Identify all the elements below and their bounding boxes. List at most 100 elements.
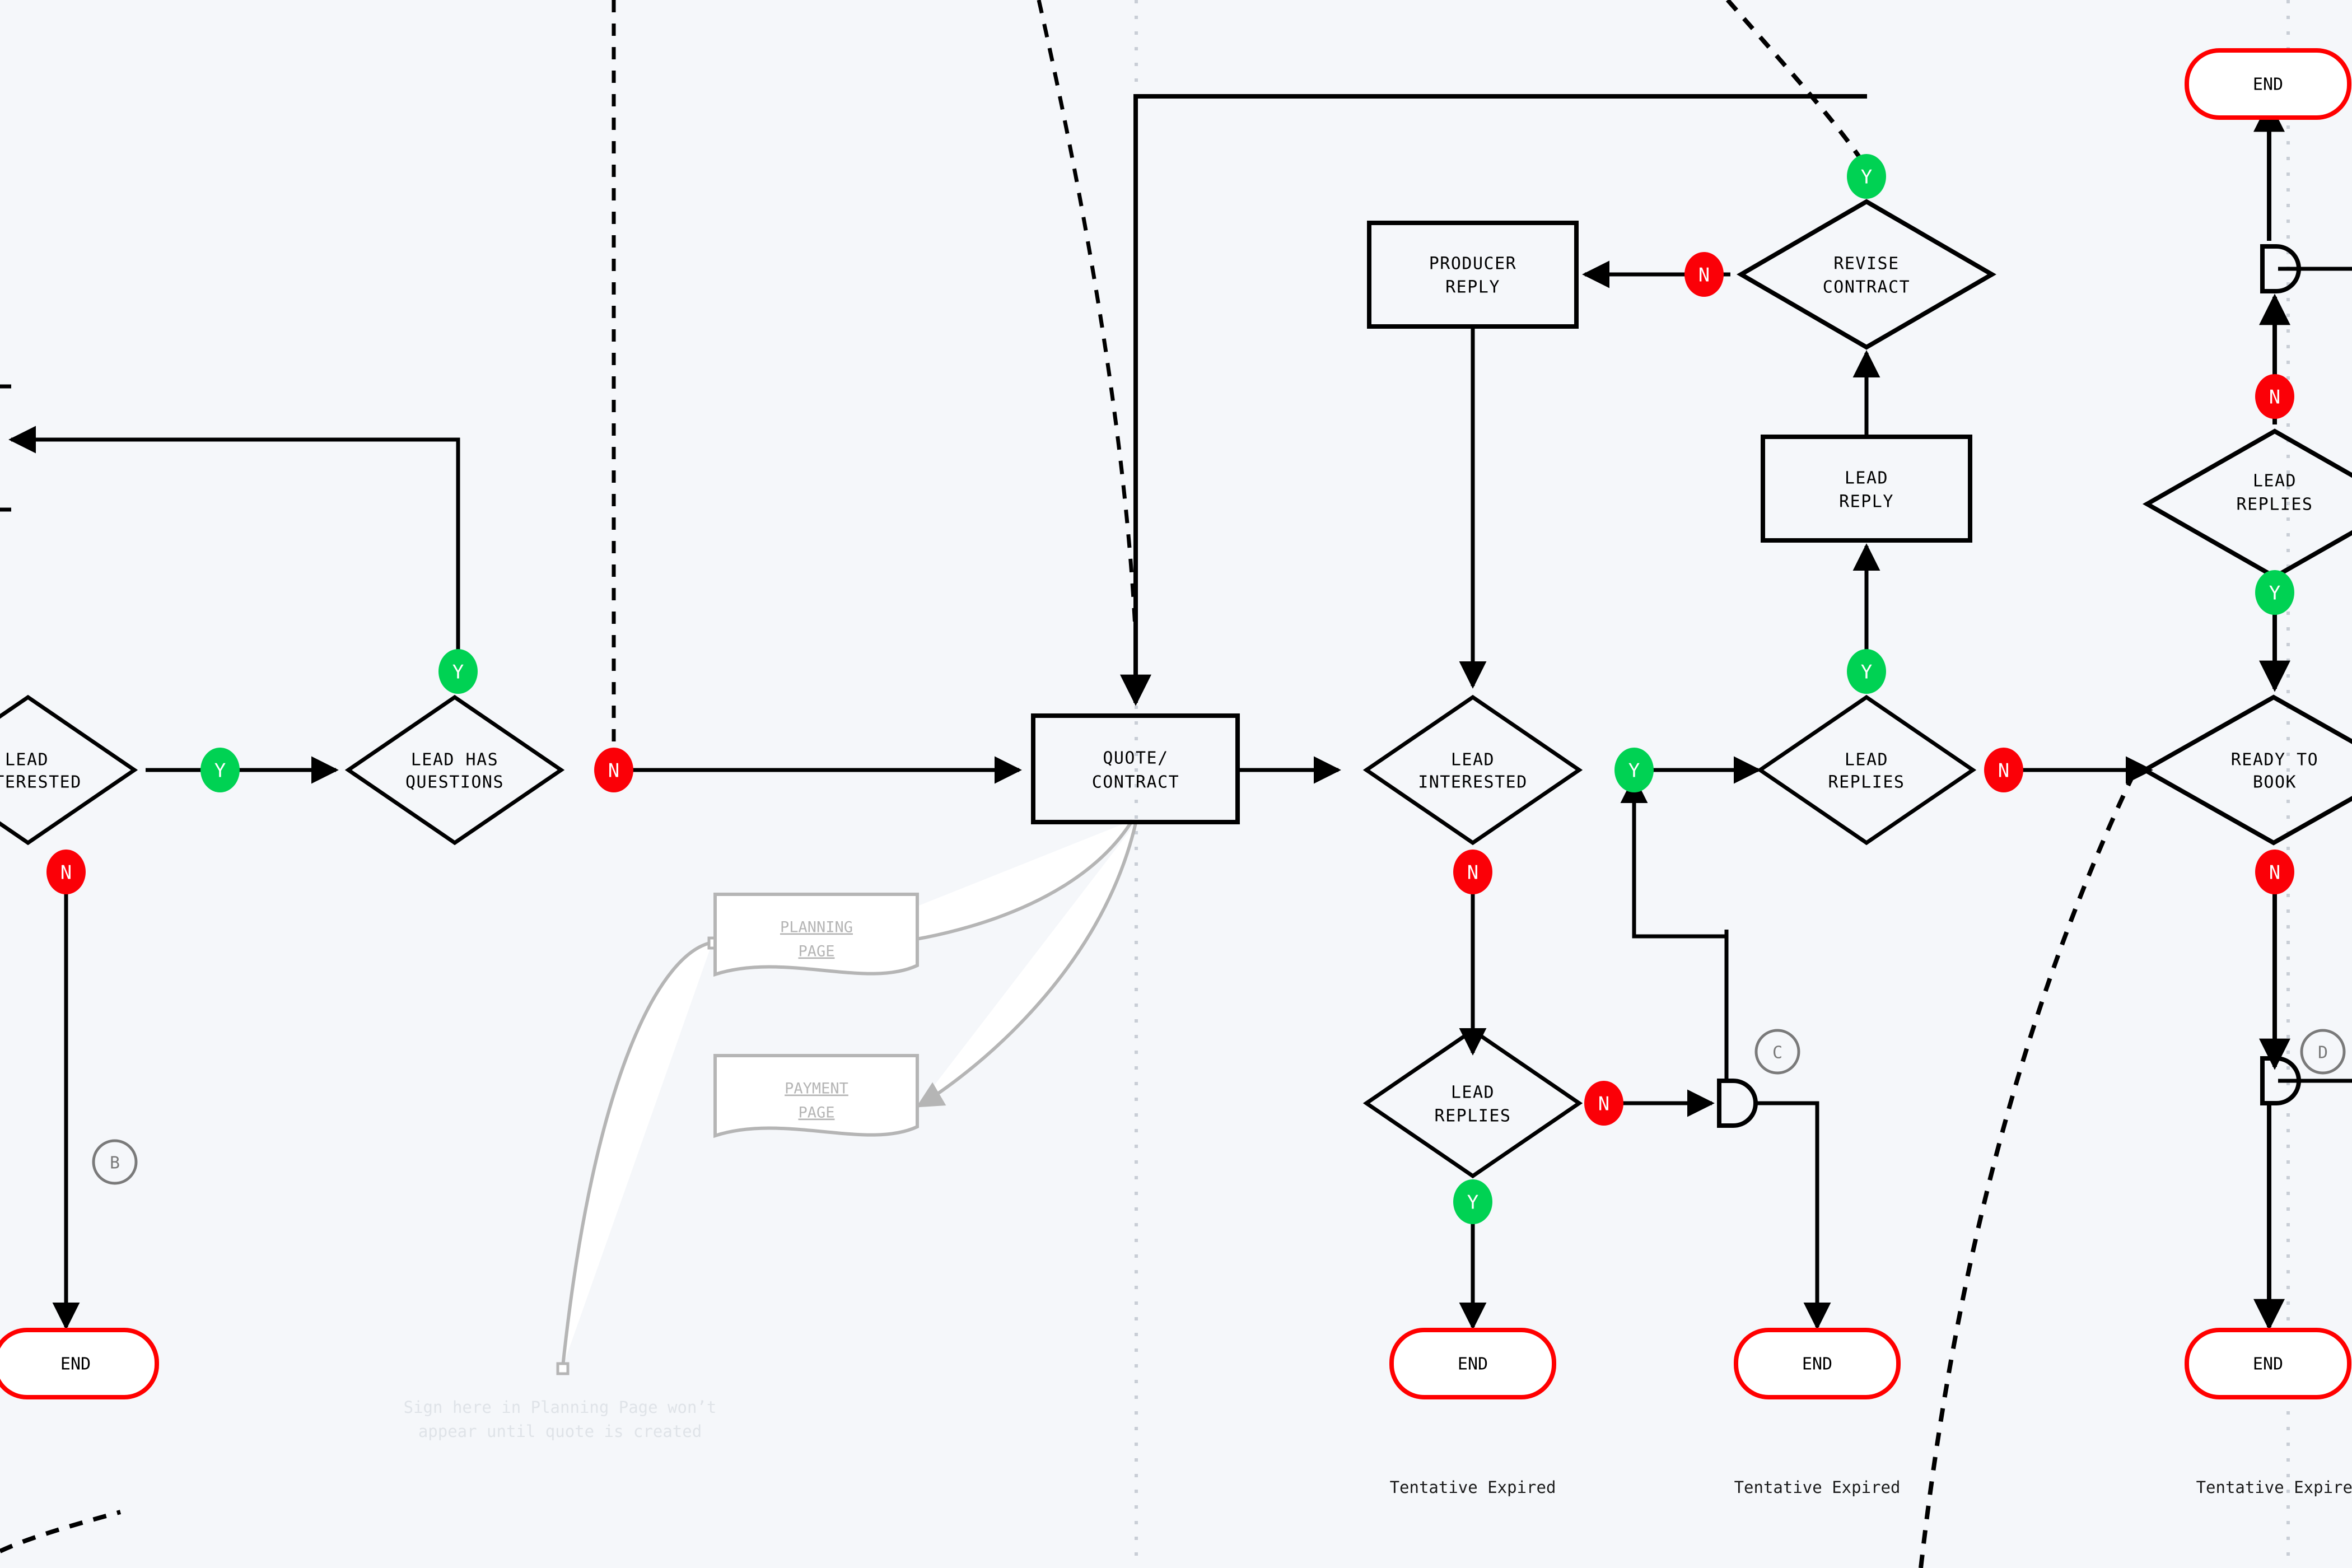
edge-questions-yes-loop xyxy=(8,426,460,666)
caption-end-mid-right: Tentative Expired xyxy=(1734,1478,1901,1497)
badge-no-leadreplies-mid-label: N xyxy=(1598,1093,1609,1116)
badge-yes-leadinterested-mid: Y xyxy=(1614,748,1654,792)
node-quote-contract-line2: CONTRACT xyxy=(1092,773,1180,792)
off-page-connector-b-label: B xyxy=(110,1154,120,1173)
node-ready-to-book-line1: READY TO xyxy=(2231,750,2319,770)
dashed-inbound-quote xyxy=(1037,0,1138,639)
off-page-connector-d-label: D xyxy=(2318,1043,2328,1063)
badge-no-questions-label: N xyxy=(608,760,619,782)
annotation-planning-note-line2: appear until quote is created xyxy=(418,1422,702,1441)
edge-merge-c-back-to-yes xyxy=(1620,776,1726,939)
document-payment-page[interactable] xyxy=(713,1054,919,1138)
annotation-planning-note-line1: Sign here in Planning Page won’t xyxy=(404,1398,717,1417)
terminator-end-far-bottom-label: END xyxy=(2253,1355,2283,1374)
node-lead-reply[interactable] xyxy=(1761,435,1972,543)
terminator-end-far-bottom[interactable] xyxy=(2185,1328,2351,1399)
badge-no-leadreplies-right-label: N xyxy=(1998,760,2009,782)
badge-yes-revise: Y xyxy=(1847,154,1886,199)
badge-yes-leadreplies-far: Y xyxy=(2255,570,2294,615)
badge-yes-leadinterested-left: Y xyxy=(200,748,240,792)
node-producer-reply[interactable] xyxy=(1367,221,1579,329)
badge-yes-leadinterested-mid-label: Y xyxy=(1628,760,1640,782)
node-lead-reply-line2: REPLY xyxy=(1839,492,1894,512)
document-planning-page[interactable] xyxy=(713,893,919,977)
node-lead-replies-mid-line1: LEAD xyxy=(1451,1083,1495,1103)
node-lead-has-questions-line1: LEAD HAS xyxy=(411,750,499,770)
node-lead-replies-far-line2: REPLIES xyxy=(2237,495,2313,515)
badge-no-leadinterested-left: N xyxy=(46,850,86,894)
terminator-end-mid-right[interactable] xyxy=(1734,1328,1901,1399)
node-revise-contract[interactable] xyxy=(1737,199,1996,350)
terminator-end-far-top[interactable] xyxy=(2185,48,2351,120)
off-page-connector-b[interactable] xyxy=(92,1139,138,1185)
link-quote-to-payment xyxy=(916,823,1137,1108)
terminator-end-mid-right-label: END xyxy=(1802,1355,1832,1374)
badge-yes-questions: Y xyxy=(438,649,478,694)
node-lead-replies-far-line1: LEAD xyxy=(2253,472,2297,491)
badge-yes-leadreplies-far-label: Y xyxy=(2269,582,2280,605)
terminator-end-mid-left-label: END xyxy=(1458,1355,1488,1374)
node-ready-to-book[interactable] xyxy=(2140,694,2352,846)
badge-yes-leadreplies-right-label: Y xyxy=(1861,661,1872,684)
badge-no-leadreplies-mid: N xyxy=(1584,1081,1623,1126)
node-lead-reply-line1: LEAD xyxy=(1845,469,1888,488)
badge-no-ready-to-book-label: N xyxy=(2269,862,2280,884)
node-quote-contract[interactable] xyxy=(1031,713,1240,824)
badge-yes-leadreplies-mid: Y xyxy=(1453,1179,1492,1224)
node-lead-replies-mid[interactable] xyxy=(1362,1028,1583,1179)
edge-merge-c-to-end xyxy=(1756,1101,1831,1330)
node-lead-replies-right[interactable] xyxy=(1756,694,1977,846)
badge-no-leadreplies-far-label: N xyxy=(2269,386,2280,409)
badge-no-revise-label: N xyxy=(1698,264,1710,287)
badge-yes-leadreplies-mid-label: Y xyxy=(1467,1192,1478,1214)
edge-revise-yes-to-quote xyxy=(1120,94,1867,706)
off-page-connector-d[interactable] xyxy=(2300,1029,2346,1075)
caption-end-mid-left: Tentative Expired xyxy=(1390,1478,1556,1497)
badge-no-questions: N xyxy=(594,748,633,792)
node-lead-interested-mid-line2: INTERESTED xyxy=(1418,773,1528,792)
terminator-end-left-label: END xyxy=(60,1355,91,1374)
terminator-end-left[interactable] xyxy=(0,1328,159,1399)
node-revise-contract-line1: REVISE xyxy=(1833,254,1899,274)
note-anchor-handle-bottom xyxy=(556,1362,570,1375)
node-producer-reply-line1: PRODUCER xyxy=(1429,254,1517,274)
badge-yes-questions-label: Y xyxy=(452,661,464,684)
node-lead-has-questions-line2: QUESTIONS xyxy=(405,773,504,792)
node-lead-replies-mid-line2: REPLIES xyxy=(1435,1107,1511,1126)
node-producer-reply-line2: REPLY xyxy=(1445,278,1500,297)
badge-no-leadinterested-mid: N xyxy=(1453,850,1492,894)
terminator-end-far-top-label: END xyxy=(2253,75,2283,95)
node-lead-interested-mid-line1: LEAD xyxy=(1451,750,1495,770)
node-revise-contract-line2: CONTRACT xyxy=(1823,278,1911,297)
badge-no-revise: N xyxy=(1684,252,1724,297)
off-page-connector-c[interactable] xyxy=(1754,1029,1800,1075)
badge-no-leadreplies-far: N xyxy=(2255,374,2294,419)
badge-no-leadinterested-mid-label: N xyxy=(1467,862,1478,884)
document-planning-page-line1: PLANNING xyxy=(780,919,853,936)
node-lead-interested-mid[interactable] xyxy=(1362,694,1583,846)
merge-shape-c[interactable] xyxy=(1717,1079,1758,1128)
node-lead-interested-left[interactable] xyxy=(0,694,138,846)
node-ready-to-book-line2: BOOK xyxy=(2253,773,2297,792)
terminator-end-mid-left[interactable] xyxy=(1389,1328,1556,1399)
document-planning-page-line2: PAGE xyxy=(798,943,834,960)
node-lead-replies-right-line1: LEAD xyxy=(1845,750,1888,770)
node-lead-has-questions[interactable] xyxy=(344,694,565,846)
dashed-outbound-bottom-left xyxy=(0,1510,122,1553)
node-quote-contract-line1: QUOTE/ xyxy=(1103,749,1168,768)
caption-end-far-bottom: Tentative Expired xyxy=(2196,1478,2352,1497)
badge-yes-leadreplies-right: Y xyxy=(1847,649,1886,694)
badge-yes-leadinterested-left-label: Y xyxy=(214,760,226,782)
note-leader-line xyxy=(561,941,713,1367)
badge-yes-revise-label: Y xyxy=(1861,166,1872,189)
node-lead-interested-left-line2: INTERESTED xyxy=(0,773,82,792)
document-payment-page-line1: PAYMENT xyxy=(785,1080,848,1098)
node-lead-interested-left-line1: LEAD xyxy=(5,750,49,770)
document-payment-page-line2: PAGE xyxy=(798,1104,834,1122)
badge-no-ready-to-book: N xyxy=(2255,850,2294,894)
badge-no-leadinterested-left-label: N xyxy=(60,862,72,884)
off-page-connector-c-label: C xyxy=(1772,1043,1782,1063)
